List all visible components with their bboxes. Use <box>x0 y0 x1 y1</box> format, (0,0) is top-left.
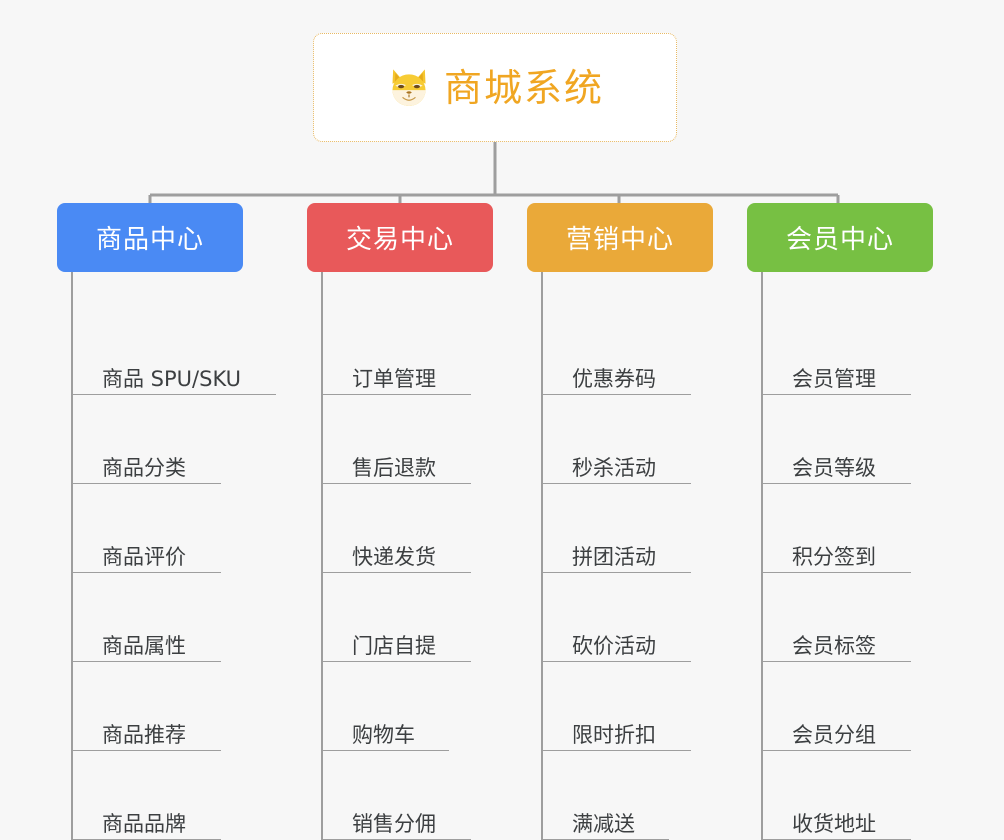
category-spine <box>541 272 543 840</box>
leaf-item-label: 积分签到 <box>792 544 876 569</box>
leaf-item[interactable]: 收货地址 <box>761 751 937 840</box>
root-title: 商城系统 <box>443 65 604 110</box>
leaf-item-rule <box>761 661 911 662</box>
category-spine <box>761 272 763 840</box>
leaf-item-label: 会员等级 <box>792 455 876 480</box>
leaf-item-rule <box>541 750 691 751</box>
leaf-item-rule <box>71 483 221 484</box>
leaf-item-rule <box>761 750 911 751</box>
leaf-item-label: 商品品牌 <box>102 811 186 836</box>
leaf-item[interactable]: 商品推荐 <box>71 662 247 751</box>
category-column-3: 会员中心会员管理会员等级积分签到会员标签会员分组收货地址 <box>747 203 937 840</box>
category-column-2: 营销中心优惠券码秒杀活动拼团活动砍价活动限时折扣满减送 <box>527 203 717 840</box>
leaf-item-rule <box>761 483 911 484</box>
leaf-item[interactable]: 商品品牌 <box>71 751 247 840</box>
leaf-item-rule <box>541 483 691 484</box>
leaf-item-label: 商品 SPU/SKU <box>102 366 242 391</box>
leaf-item[interactable]: 限时折扣 <box>541 662 717 751</box>
leaf-item-label: 商品推荐 <box>102 722 186 747</box>
category-header-0[interactable]: 商品中心 <box>57 203 243 272</box>
leaf-item-label: 销售分佣 <box>352 811 436 836</box>
leaf-item[interactable]: 拼团活动 <box>541 484 717 573</box>
leaf-item-label: 订单管理 <box>352 366 436 391</box>
leaf-item[interactable]: 砍价活动 <box>541 573 717 662</box>
leaf-item-label: 砍价活动 <box>572 633 656 658</box>
leaf-item-rule <box>321 661 471 662</box>
leaf-item-label: 快递发货 <box>352 544 436 569</box>
category-header-1[interactable]: 交易中心 <box>307 203 493 272</box>
leaf-item[interactable]: 会员分组 <box>761 662 937 751</box>
leaf-list: 优惠券码秒杀活动拼团活动砍价活动限时折扣满减送 <box>527 272 717 840</box>
leaf-item-label: 门店自提 <box>352 633 436 658</box>
category-column-1: 交易中心订单管理售后退款快递发货门店自提购物车销售分佣 <box>307 203 497 840</box>
leaf-item-rule <box>321 750 449 751</box>
leaf-item-label: 收货地址 <box>792 811 876 836</box>
leaf-item[interactable]: 优惠券码 <box>541 306 717 395</box>
leaf-item[interactable]: 商品分类 <box>71 395 247 484</box>
leaf-item[interactable]: 商品 SPU/SKU <box>71 306 276 395</box>
leaf-item[interactable]: 订单管理 <box>321 306 497 395</box>
leaf-item-label: 商品分类 <box>102 455 186 480</box>
leaf-item-rule <box>71 394 276 395</box>
leaf-item-rule <box>321 394 471 395</box>
leaf-item[interactable]: 购物车 <box>321 662 497 751</box>
leaf-list: 会员管理会员等级积分签到会员标签会员分组收货地址 <box>747 272 937 840</box>
shiba-dog-face-icon <box>386 65 432 111</box>
leaf-item-label: 会员分组 <box>792 722 876 747</box>
leaf-item-rule <box>541 394 691 395</box>
leaf-item[interactable]: 会员管理 <box>761 306 937 395</box>
leaf-item[interactable]: 售后退款 <box>321 395 497 484</box>
leaf-item-rule <box>71 750 221 751</box>
leaf-item[interactable]: 快递发货 <box>321 484 497 573</box>
leaf-item[interactable]: 会员等级 <box>761 395 937 484</box>
leaf-item-rule <box>761 572 911 573</box>
root-node[interactable]: 商城系统 <box>313 33 677 142</box>
leaf-item[interactable]: 秒杀活动 <box>541 395 717 484</box>
leaf-item[interactable]: 满减送 <box>541 751 717 840</box>
category-spine <box>321 272 323 840</box>
category-spine <box>71 272 73 840</box>
leaf-item-rule <box>321 483 471 484</box>
category-column-0: 商品中心商品 SPU/SKU 商品分类商品评价商品属性商品推荐商品品牌 <box>57 203 276 840</box>
leaf-item-label: 售后退款 <box>352 455 436 480</box>
leaf-item[interactable]: 积分签到 <box>761 484 937 573</box>
leaf-item-label: 会员标签 <box>792 633 876 658</box>
leaf-item-label: 拼团活动 <box>572 544 656 569</box>
leaf-item-label: 商品评价 <box>102 544 186 569</box>
category-header-2[interactable]: 营销中心 <box>527 203 713 272</box>
leaf-item[interactable]: 销售分佣 <box>321 751 497 840</box>
leaf-item[interactable]: 商品评价 <box>71 484 247 573</box>
leaf-item-label: 优惠券码 <box>572 366 656 391</box>
leaf-list: 订单管理售后退款快递发货门店自提购物车销售分佣 <box>307 272 497 840</box>
leaf-item-rule <box>71 661 221 662</box>
leaf-item[interactable]: 商品属性 <box>71 573 247 662</box>
leaf-item-label: 限时折扣 <box>572 722 656 747</box>
leaf-item-label: 购物车 <box>352 722 415 747</box>
leaf-item-rule <box>321 572 471 573</box>
leaf-item-rule <box>541 572 691 573</box>
leaf-item-label: 会员管理 <box>792 366 876 391</box>
leaf-list: 商品 SPU/SKU 商品分类商品评价商品属性商品推荐商品品牌 <box>57 272 276 840</box>
leaf-item-rule <box>71 572 221 573</box>
leaf-item-label: 商品属性 <box>102 633 186 658</box>
leaf-item[interactable]: 门店自提 <box>321 573 497 662</box>
leaf-item-rule <box>761 394 911 395</box>
leaf-item[interactable]: 会员标签 <box>761 573 937 662</box>
leaf-item-label: 满减送 <box>572 811 635 836</box>
leaf-item-label: 秒杀活动 <box>572 455 656 480</box>
category-header-3[interactable]: 会员中心 <box>747 203 933 272</box>
leaf-item-rule <box>541 661 691 662</box>
